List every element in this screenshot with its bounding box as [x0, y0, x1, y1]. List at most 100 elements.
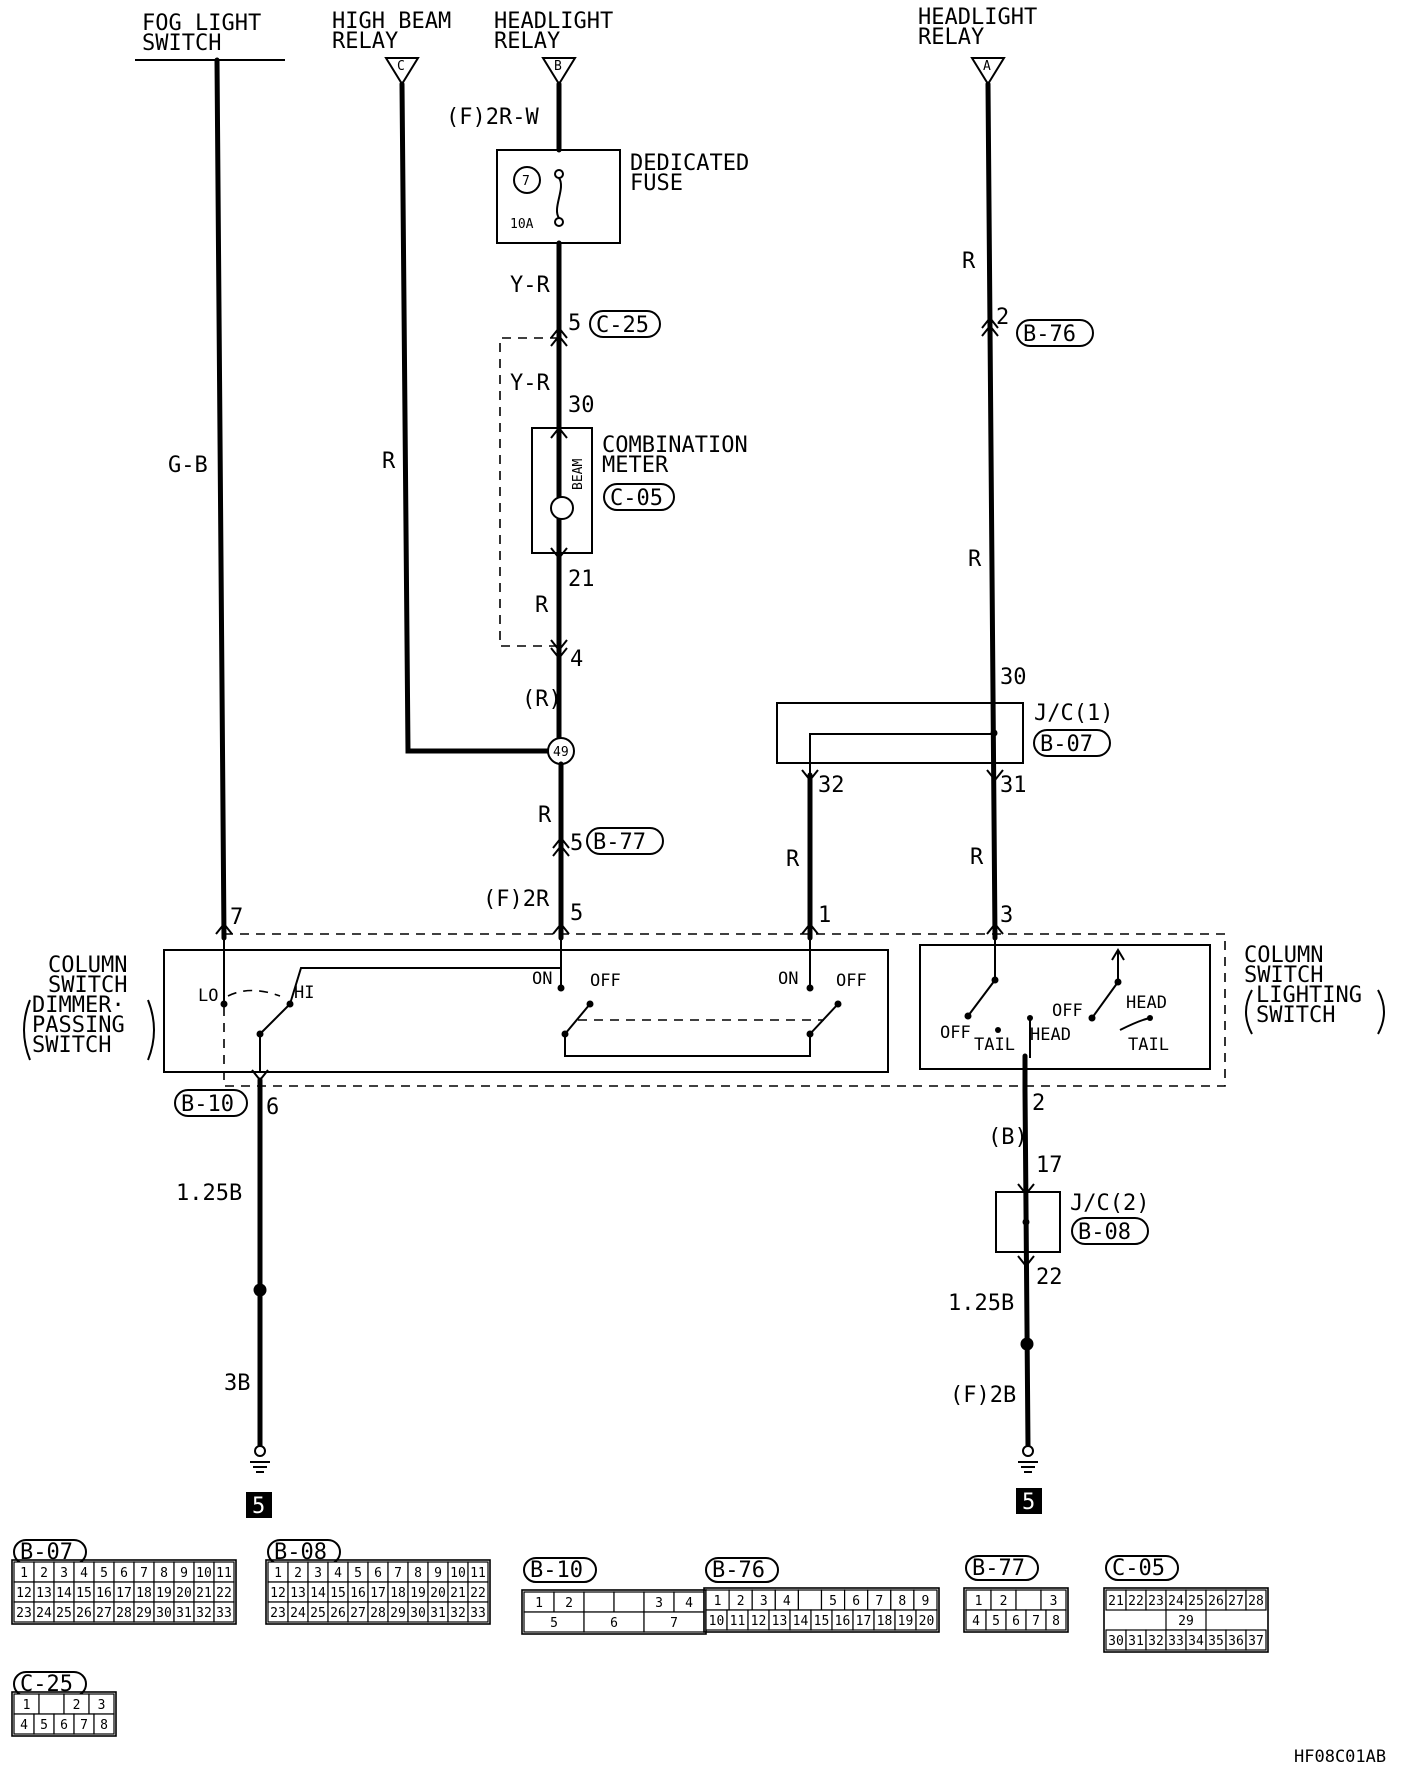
relay-terminal-a: A	[970, 57, 1006, 86]
combination-meter-line1: COMBINATION	[602, 433, 748, 458]
label-lo: LO	[198, 986, 218, 1006]
splice-49: 49	[547, 737, 575, 765]
passing-1-blade	[564, 1003, 591, 1035]
connector-pin-number: 8	[898, 1594, 906, 1609]
lo-contact	[220, 1000, 228, 1008]
lighting-label-4: SWITCH	[1256, 1003, 1335, 1028]
wire-label-splice: (R)	[522, 687, 562, 712]
label-off-2: OFF	[836, 971, 867, 991]
combination-meter-line2: METER	[602, 453, 669, 478]
connector-pin-number: 9	[922, 1594, 930, 1609]
fuse-terminal-top	[554, 169, 564, 179]
pin-jc2-22: 22	[1036, 1265, 1063, 1290]
ground-symbol-right	[1018, 1445, 1038, 1473]
wire-label-jc2-ground-2: (F)2B	[950, 1383, 1016, 1408]
connector-face-tag-text: B-76	[712, 1558, 765, 1583]
connector-pin-number: 5	[829, 1594, 837, 1609]
connector-face-tag-text: B-77	[972, 1556, 1025, 1581]
connector-tag-b76: B-76	[1016, 319, 1094, 347]
connector-pin-number: 7	[1032, 1614, 1040, 1629]
connector-pin-number: 1	[975, 1594, 983, 1609]
connector-pin-number: 25	[1188, 1594, 1204, 1609]
lighting-label-paren-right	[1377, 989, 1385, 1035]
splice-49-text: 49	[553, 745, 569, 760]
pin-col-2: 2	[1032, 1091, 1045, 1116]
fog-wire	[214, 57, 227, 941]
pin-b10-6: 6	[266, 1095, 279, 1120]
pin-meter-30: 30	[568, 393, 595, 418]
connector-tag-b08-text: B-08	[1078, 1220, 1131, 1245]
connector-pin-number: 6	[60, 1718, 68, 1733]
connector-pin-number: 13	[36, 1586, 52, 1601]
ground-symbol-left	[250, 1445, 270, 1473]
connector-pin-number: 6	[374, 1566, 382, 1581]
connector-pin-number: 5	[354, 1566, 362, 1581]
high-beam-relay-line2: RELAY	[332, 29, 398, 54]
dimmer-label-4: PASSING	[32, 1013, 125, 1038]
connector-pin-number: 26	[1208, 1594, 1224, 1609]
connector-face-tag-text: C-05	[1112, 1556, 1165, 1581]
fuse-number: 7	[522, 174, 530, 189]
connector-arrow-c25-4	[550, 639, 568, 660]
connector-pin-number: 12	[270, 1586, 286, 1601]
pin-c25-5: 5	[568, 311, 581, 336]
wire-label-jc1-32: R	[786, 847, 800, 872]
connector-pin-number: 8	[160, 1566, 168, 1581]
label-on-2: ON	[778, 969, 798, 989]
wire-label-meter-in: Y-R	[510, 371, 550, 396]
ground-point-right: 5	[1016, 1488, 1042, 1515]
connector-pin-number: 19	[156, 1586, 172, 1601]
connector-pin-number: 27	[96, 1606, 112, 1621]
dimmer-switch-box	[163, 949, 889, 1073]
b10-splice-dot	[253, 1283, 267, 1297]
connector-pin-number: 4	[20, 1718, 28, 1733]
connector-pin-number: 18	[877, 1614, 893, 1629]
label-hi: HI	[294, 983, 314, 1003]
connector-pin-number: 1	[535, 1596, 543, 1611]
fog-light-switch-label: FOG LIGHT SWITCH	[135, 11, 285, 61]
connector-pin-number: 23	[16, 1606, 32, 1621]
dedicated-fuse: 7 10A	[496, 149, 621, 244]
connector-tag-b10: B-10	[174, 1089, 248, 1117]
junction-connector-2	[995, 1191, 1061, 1253]
pin-col-3: 3	[1000, 903, 1013, 928]
connector-pin-cell	[915, 1609, 938, 1631]
connector-tag-b10-text: B-10	[181, 1092, 234, 1117]
pin-jc1-31: 31	[1000, 773, 1027, 798]
connector-arrow-col1	[801, 922, 819, 935]
jc2-label: J/C(2)	[1070, 1191, 1149, 1216]
connector-pin-number: 12	[16, 1586, 32, 1601]
connector-pin-number: 27	[350, 1606, 366, 1621]
tail-contact-b	[1147, 1015, 1153, 1021]
connector-face-tag	[1105, 1555, 1179, 1581]
connector-pin-number: 2	[40, 1566, 48, 1581]
passing-2-blade	[809, 1003, 839, 1035]
connector-pin-number: 2	[73, 1698, 81, 1713]
fuse-number-circle	[513, 166, 541, 194]
connector-pin-number: 6	[120, 1566, 128, 1581]
connector-pin-number: 2	[1000, 1594, 1008, 1609]
connector-tag-b77: B-77	[586, 827, 664, 855]
ground-point-left: 5	[246, 1492, 272, 1519]
headlight-relay-b-line2: RELAY	[494, 29, 560, 54]
wire-label-fuse-in: (F)2R-W	[446, 105, 539, 130]
pin-jc1-32: 32	[818, 773, 845, 798]
connector-pin-number: 19	[898, 1614, 914, 1629]
connector-pin-number: 10	[450, 1566, 466, 1581]
passing-1-off-contact	[586, 1000, 594, 1008]
connector-tag-c25-text: C-25	[596, 313, 649, 338]
pin-meter-21: 21	[568, 567, 595, 592]
connector-face-housing	[11, 1559, 237, 1625]
high-beam-relay-line1: HIGH BEAM	[332, 9, 451, 34]
lighting-switch-label: COLUMN SWITCH LIGHTING SWITCH	[1244, 943, 1385, 1035]
connector-pin-number: 1	[23, 1698, 31, 1713]
dimmer-label-paren-right	[147, 999, 155, 1061]
wire-label-b10-ground-2: 3B	[224, 1371, 251, 1396]
connector-pin-number: 29	[390, 1606, 406, 1621]
dimmer-label-paren-left	[23, 999, 31, 1061]
relay-terminal-a-text: A	[983, 59, 991, 74]
